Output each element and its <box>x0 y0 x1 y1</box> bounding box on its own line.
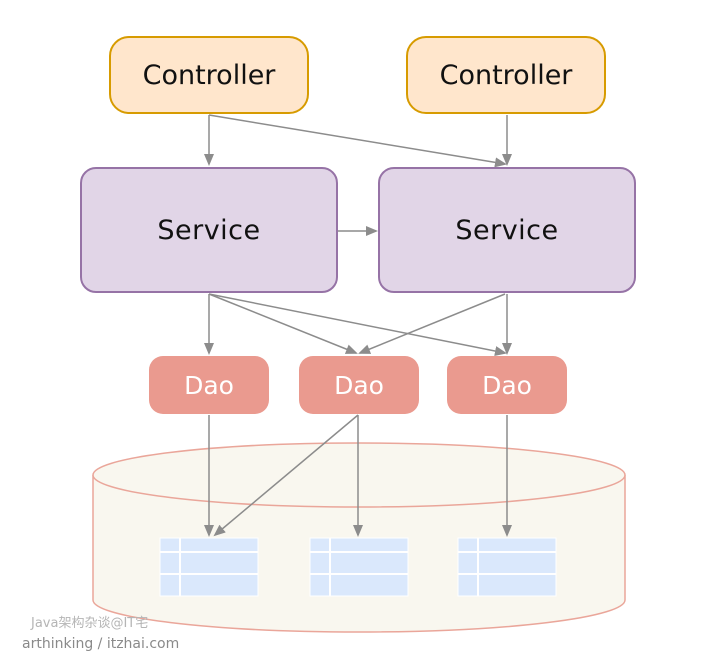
watermark-line-1: Java架构杂谈@IT宅 <box>31 616 149 631</box>
dao-label: Dao <box>482 370 532 400</box>
arrow-service1-dao2 <box>208 293 358 354</box>
arrow-dao2-table1 <box>213 414 359 537</box>
dao-label: Dao <box>334 370 384 400</box>
dao-box-3: Dao <box>447 356 567 414</box>
db-table <box>309 537 409 597</box>
dao-box-2: Dao <box>299 356 419 414</box>
dao-box-1: Dao <box>149 356 269 414</box>
service-box-1: Service <box>80 167 338 293</box>
controller-label: Controller <box>142 59 276 91</box>
service-label: Service <box>455 214 559 246</box>
watermark-line-2: arthinking / itzhai.com <box>22 636 180 652</box>
controller-box-2: Controller <box>406 36 606 114</box>
db-table <box>159 537 259 597</box>
db-table <box>457 537 557 597</box>
service-box-2: Service <box>378 167 636 293</box>
controller-label: Controller <box>439 59 573 91</box>
arrow-service1-dao3 <box>208 293 507 356</box>
arrow-service2-dao2 <box>358 293 506 354</box>
controller-box-1: Controller <box>109 36 309 114</box>
arrow-controller1-service2 <box>208 114 507 168</box>
service-label: Service <box>157 214 261 246</box>
dao-label: Dao <box>184 370 234 400</box>
